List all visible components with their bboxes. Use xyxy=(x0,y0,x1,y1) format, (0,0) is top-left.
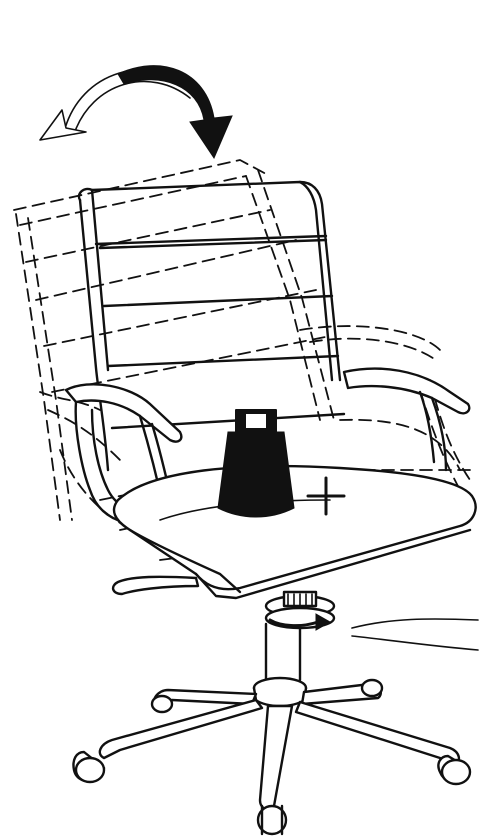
caster-right xyxy=(438,756,470,784)
gas-lift-column xyxy=(266,624,300,680)
caster-front xyxy=(258,806,286,834)
caster-back-left xyxy=(152,696,172,712)
motion-lines xyxy=(352,619,478,650)
chair-base xyxy=(73,678,470,834)
caster-back-right xyxy=(362,680,382,696)
chair-backrest xyxy=(79,182,344,470)
caster-left xyxy=(73,752,104,782)
tilt-lever xyxy=(113,577,198,594)
curved-double-arrow-icon xyxy=(40,66,232,158)
weight-icon xyxy=(218,410,294,517)
